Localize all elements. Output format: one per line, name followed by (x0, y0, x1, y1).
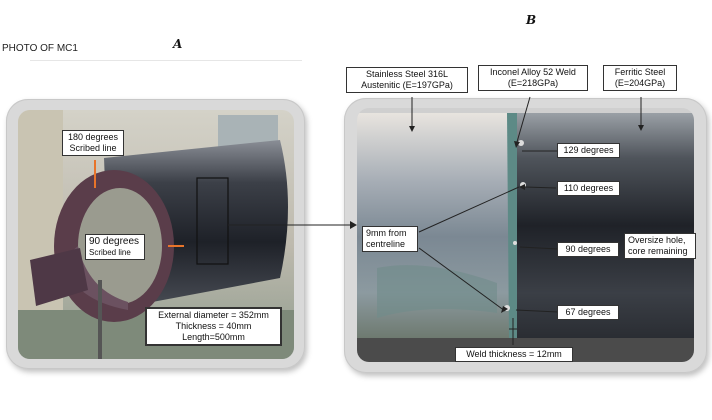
inconel-line2: (E=218GPa) (507, 78, 559, 88)
label-stainless-steel: Stainless Steel 316L Austenitic (E=197GP… (346, 67, 468, 93)
oversize-line1: Oversize hole, (628, 235, 686, 245)
stainless-line2: Austenitic (E=197GPa) (361, 80, 453, 90)
label-110-degrees: 110 degrees (557, 181, 620, 196)
stainless-line1: Stainless Steel 316L (365, 69, 449, 79)
centreline-line1: 9mm from (366, 228, 407, 238)
dim-length: Length=500mm (182, 332, 245, 342)
photo-title: PHOTO OF MC1 (2, 43, 78, 54)
label-90-degrees-b: 90 degrees (557, 242, 619, 257)
label-inconel-weld: Inconel Alloy 52 Weld (E=218GPa) (478, 65, 588, 91)
label-90-degrees-a: 90 degrees Scribed line (85, 234, 145, 260)
label-180-line1: 180 degrees (67, 132, 119, 142)
panel-b-letter: B (526, 13, 537, 27)
divider-line (30, 60, 302, 61)
inconel-line1: Inconel Alloy 52 Weld (490, 67, 576, 77)
label-67-degrees: 67 degrees (557, 305, 619, 320)
dim-external-diameter: External diameter = 352mm (158, 310, 269, 320)
dim-thickness: Thickness = 40mm (175, 321, 252, 331)
centreline-line2: centreline (366, 239, 406, 249)
panel-a-letter: A (173, 37, 183, 51)
label-ferritic-steel: Ferritic Steel (E=204GPa) (603, 65, 677, 91)
label-oversize-hole: Oversize hole, core remaining (624, 233, 696, 259)
ferritic-line1: Ferritic Steel (614, 67, 666, 77)
label-180-line2: Scribed line (69, 143, 117, 153)
label-90-a-line1: 90 degrees (89, 236, 140, 247)
ferritic-line2: (E=204GPa) (614, 78, 666, 88)
label-129-degrees: 129 degrees (557, 143, 620, 158)
label-90-a-line2: Scribed line (89, 248, 131, 257)
label-weld-thickness: Weld thickness = 12mm (455, 347, 573, 362)
dimensions-box: External diameter = 352mm Thickness = 40… (145, 307, 282, 346)
label-180-degrees: 180 degrees Scribed line (62, 130, 124, 156)
label-centreline: 9mm from centreline (362, 226, 418, 252)
oversize-line2: core remaining (628, 246, 688, 256)
